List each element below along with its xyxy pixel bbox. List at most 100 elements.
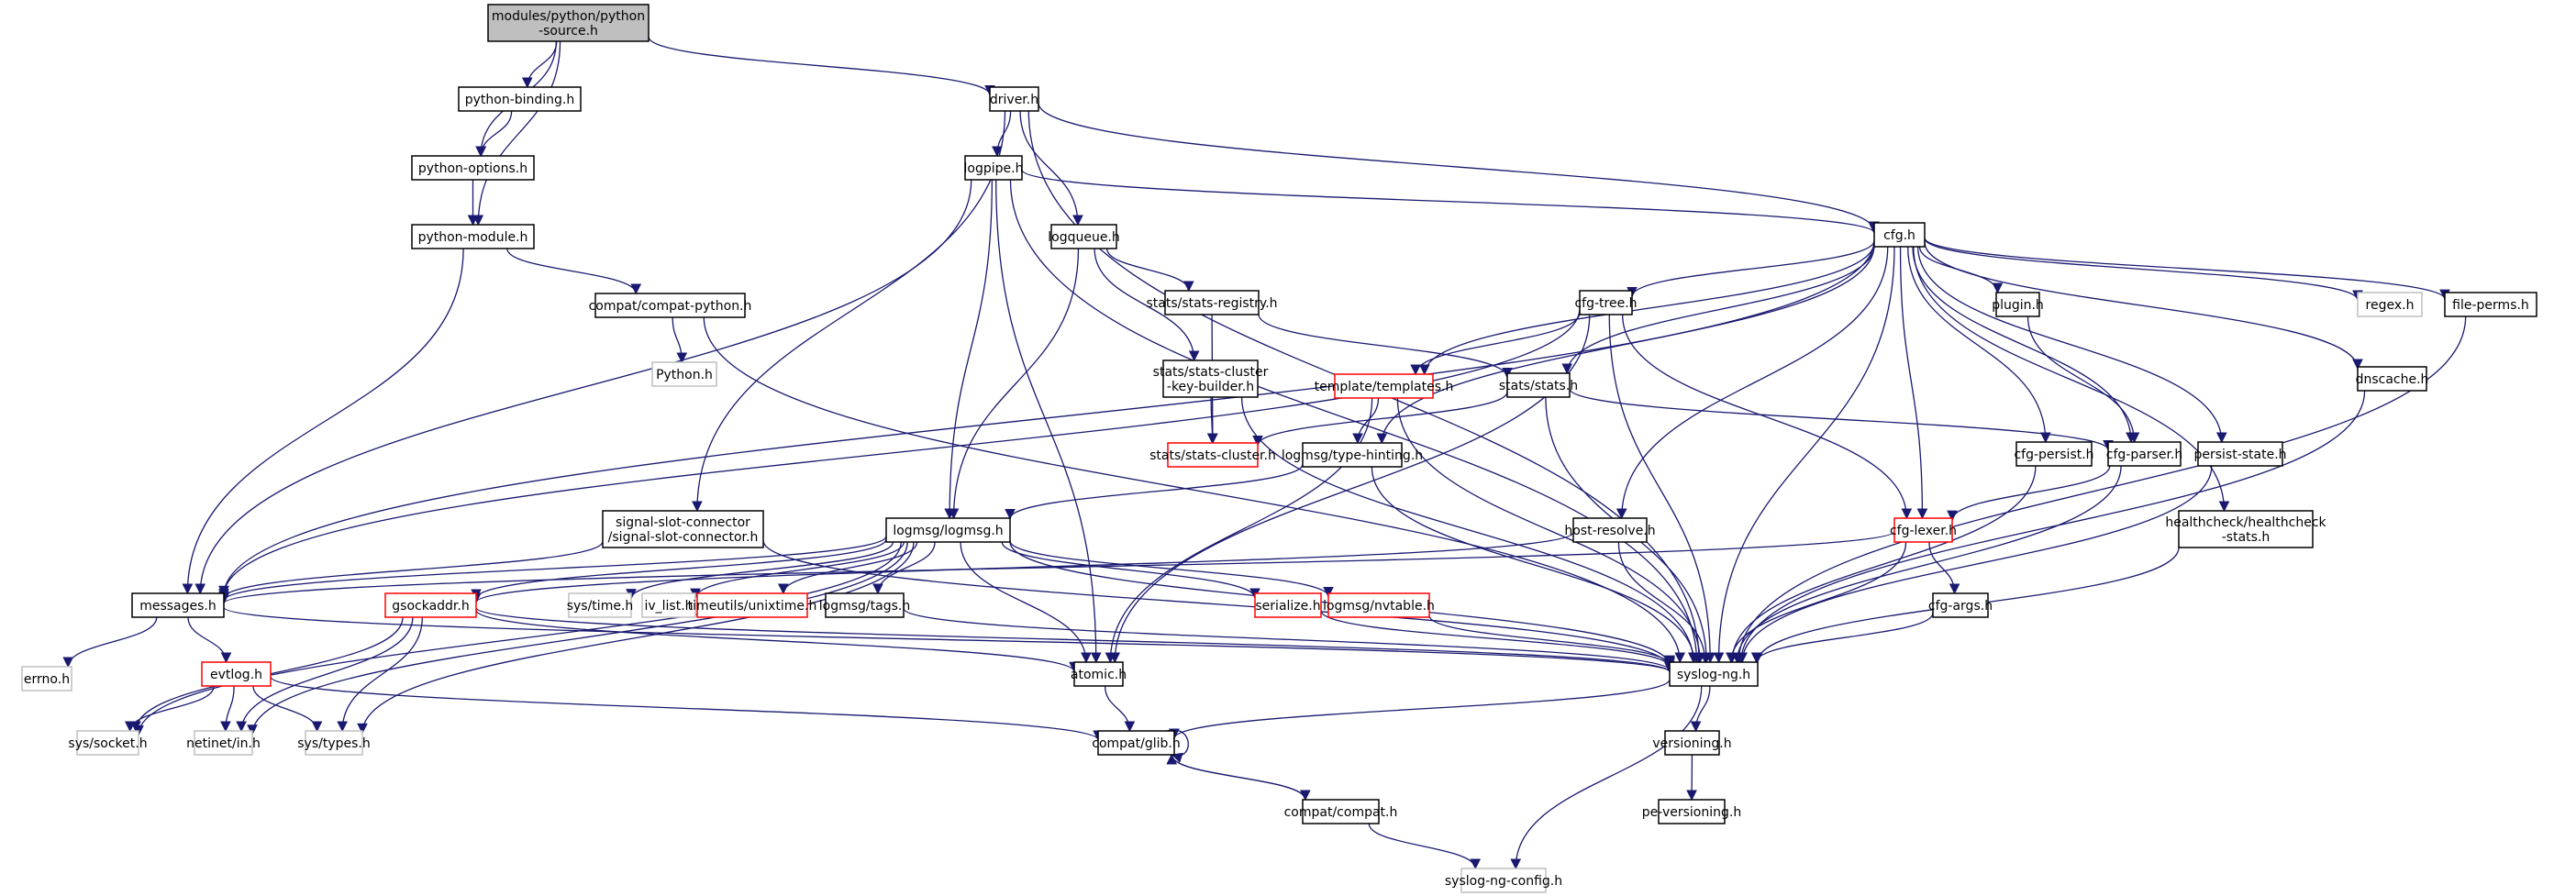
node-python-module[interactable]: python-module.h [411, 224, 535, 249]
node-serialize[interactable]: serialize.h [1254, 592, 1322, 618]
node-cfg-parser[interactable]: cfg-parser.h [2106, 441, 2183, 467]
node-atomic[interactable]: atomic.h [1071, 661, 1127, 687]
edge-messages-to-syslog-ng [223, 606, 1675, 674]
node-stats-cluster[interactable]: stats/stats-cluster.h [1149, 442, 1276, 468]
node-box [76, 730, 139, 756]
node-sys-socket[interactable]: sys/socket.h [68, 730, 148, 756]
node-label: compat/glib.h [1092, 736, 1180, 751]
node-box [1164, 290, 1260, 315]
node-cfg-args[interactable]: cfg-args.h [1928, 592, 1993, 618]
node-cfg[interactable]: cfg.h [1873, 222, 1926, 248]
node-label: evtlog.h [210, 668, 262, 682]
node-cfg-persist[interactable]: cfg-persist.h [2014, 441, 2094, 467]
edge-cfg-tree-to-templates [1410, 312, 1581, 376]
node-box [2444, 292, 2537, 317]
node-label: cfg-parser.h [2106, 448, 2183, 462]
node-label: logmsg/tags.h [819, 599, 910, 614]
node-label: plugin.h [1992, 298, 2044, 313]
edge-cfg-to-templates [1419, 242, 1875, 376]
node-stats-cluster-key-builder[interactable]: stats/stats-cluster-key-builder.h [1153, 360, 1269, 398]
node-box [1460, 868, 1547, 893]
edge-logpipe-to-syslog-ng [1009, 179, 1703, 664]
node-box [458, 86, 582, 112]
node-label: cfg-args.h [1928, 599, 1993, 614]
node-tags[interactable]: logmsg/tags.h [819, 592, 910, 618]
edge-logmsg-to-tags [872, 541, 936, 595]
node-unixtime[interactable]: timeutils/unixtime.h [688, 592, 817, 618]
node-messages[interactable]: messages.h [131, 592, 225, 618]
edge-logmsg-to-gsockaddr [471, 538, 887, 600]
node-compat-compat[interactable]: compat/compat.h [1284, 799, 1398, 824]
node-box [2015, 441, 2093, 467]
node-box [1932, 592, 1989, 618]
node-syslog-ng-config[interactable]: syslog-ng-config.h [1445, 868, 1562, 893]
node-type-hinting[interactable]: logmsg/type-hinting.h [1282, 442, 1423, 468]
node-netinet-in[interactable]: netinet/in.h [186, 730, 261, 756]
edge-host-resolve-to-gsockaddr [471, 532, 1574, 604]
edge-logqueue-to-stats-registry [1106, 248, 1194, 293]
node-host-resolve[interactable]: host-resolve.h [1564, 517, 1656, 543]
node-box [384, 592, 477, 618]
edge-messages-to-evtlog [187, 616, 232, 664]
node-syslog-ng[interactable]: syslog-ng.h [1669, 661, 1759, 687]
node-signal-slot-connector[interactable]: signal-slot-connector/signal-slot-connec… [602, 510, 764, 548]
node-compat-python[interactable]: compat/compat-python.h [589, 293, 752, 318]
node-pe-versioning[interactable]: pe-versioning.h [1642, 799, 1741, 824]
node-logmsg[interactable]: logmsg/logmsg.h [885, 517, 1011, 543]
node-stats-registry[interactable]: stats/stats-registry.h [1146, 290, 1278, 315]
node-Python[interactable]: Python.h [651, 361, 717, 387]
edge-driver-to-logqueue [1019, 110, 1083, 227]
node-root[interactable]: modules/python/python-source.h [487, 4, 650, 42]
node-label: stats/stats-cluster.h [1149, 448, 1276, 463]
edge-root-to-python-module [472, 40, 561, 227]
edge-nvtable-to-syslog-ng [1428, 615, 1675, 667]
node-box [131, 592, 225, 618]
node-errno[interactable]: errno.h [21, 666, 72, 691]
edge-root-to-driver [648, 36, 995, 96]
node-persist-state[interactable]: persist-state.h [2193, 441, 2287, 467]
node-regex[interactable]: regex.h [2357, 292, 2423, 317]
edge-evtlog-to-compat-glib [270, 676, 1104, 741]
node-versioning[interactable]: versioning.h [1652, 730, 1732, 756]
node-nvtable[interactable]: logmsg/nvtable.h [1323, 592, 1435, 618]
node-sys-types[interactable]: sys/types.h [297, 730, 371, 756]
edge-cfg-parser-to-cfg-lexer [1947, 465, 2111, 522]
node-cfg-lexer[interactable]: cfg-lexer.h [1890, 517, 1957, 543]
node-file-perms[interactable]: file-perms.h [2444, 292, 2537, 317]
node-label: cfg-persist.h [2014, 448, 2093, 462]
node-box [1327, 592, 1430, 618]
node-templates[interactable]: template/templates.h [1315, 373, 1454, 399]
node-box [602, 510, 764, 548]
node-gsockaddr[interactable]: gsockaddr.h [384, 592, 477, 618]
node-sys-time[interactable]: sys/time.h [567, 592, 634, 618]
node-python-binding[interactable]: python-binding.h [458, 86, 582, 112]
edge-gsockaddr-to-syslog-ng [475, 607, 1675, 673]
node-python-options[interactable]: python-options.h [411, 155, 535, 181]
node-box [21, 666, 72, 691]
node-box [1669, 661, 1759, 687]
edge-logpipe-to-atomic [995, 179, 1102, 664]
node-stats[interactable]: stats/stats.h [1499, 372, 1578, 398]
node-driver[interactable]: driver.h [989, 86, 1039, 112]
edge-gsockaddr-to-atomic [475, 609, 1080, 673]
node-cfg-tree[interactable]: cfg-tree.h [1574, 290, 1638, 315]
node-label: persist-state.h [2193, 448, 2286, 462]
node-box [641, 592, 696, 618]
node-box [1995, 292, 2040, 317]
node-logqueue[interactable]: logqueue.h [1048, 224, 1120, 249]
edge-syslog-ng-to-versioning [1690, 685, 1711, 733]
node-plugin[interactable]: plugin.h [1992, 292, 2044, 317]
node-box [1664, 730, 1720, 756]
node-iv_list[interactable]: iv_list.h [641, 592, 696, 618]
node-dnscache[interactable]: dnscache.h [2356, 366, 2429, 392]
node-box [2178, 510, 2314, 548]
node-healthcheck-stats[interactable]: healthcheck/healthcheck-stats.h [2165, 510, 2327, 548]
node-evtlog[interactable]: evtlog.h [201, 661, 272, 687]
node-label: file-perms.h [2452, 298, 2529, 313]
node-compat-glib[interactable]: compat/glib.h [1092, 730, 1181, 756]
node-logpipe[interactable]: logpipe.h [964, 155, 1024, 181]
edge-logpipe-to-logmsg [944, 179, 994, 520]
node-box [1073, 661, 1124, 687]
node-box [1097, 730, 1175, 756]
